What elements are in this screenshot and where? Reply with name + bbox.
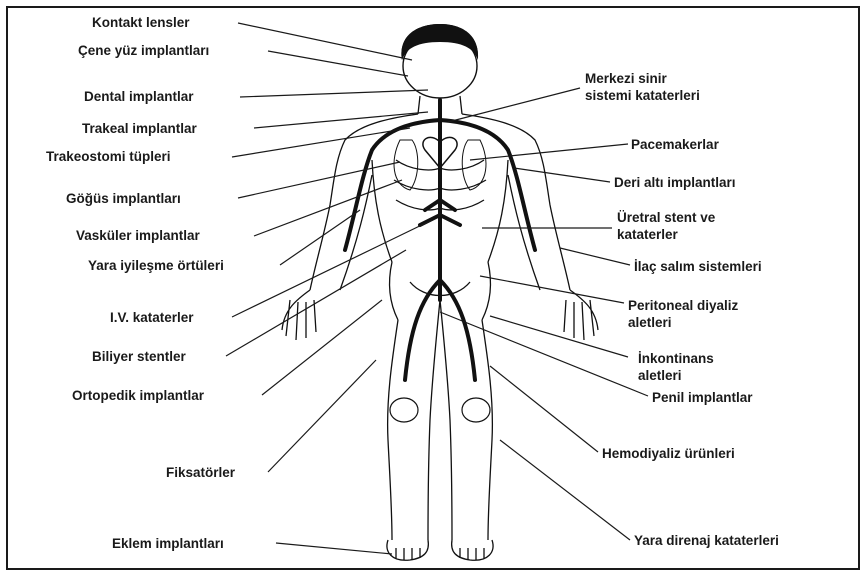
label-pacemakerlar: Pacemakerlar bbox=[631, 136, 719, 153]
label-yara-iyilesme-ortuleri: Yara iyileşme örtüleri bbox=[88, 257, 224, 274]
label-yara-direnaj-kataterleri: Yara direnaj kataterleri bbox=[634, 532, 779, 549]
label-peritoneal-line1: Peritoneal diyaliz bbox=[628, 297, 738, 314]
label-uretral-line2: kataterler bbox=[617, 226, 678, 243]
label-inkontinans-line2: aletleri bbox=[638, 367, 682, 384]
label-deri-alti-implantlari: Deri altı implantları bbox=[614, 174, 736, 191]
label-eklem-implantlari: Eklem implantları bbox=[112, 535, 224, 552]
label-iv-kataterler: I.V. kataterler bbox=[110, 309, 194, 326]
label-hemodiyaliz-urunleri: Hemodiyaliz ürünleri bbox=[602, 445, 735, 462]
label-gogus-implantlari: Göğüs implantları bbox=[66, 190, 181, 207]
label-biliyer-stentler: Biliyer stentler bbox=[92, 348, 186, 365]
label-cene-yuz-implantlari: Çene yüz implantları bbox=[78, 42, 209, 59]
label-trakeal-implantlar: Trakeal implantlar bbox=[82, 120, 197, 137]
label-peritoneal-line2: aletleri bbox=[628, 314, 672, 331]
label-uretral-line1: Üretral stent ve bbox=[617, 209, 715, 226]
label-merkezi-sinir-line2: sistemi kataterleri bbox=[585, 87, 700, 104]
label-trakeostomi-tupleri: Trakeostomi tüpleri bbox=[46, 148, 171, 165]
label-penil-implantlar: Penil implantlar bbox=[652, 389, 753, 406]
label-merkezi-sinir-line1: Merkezi sinir bbox=[585, 70, 667, 87]
label-ortopedik-implantlar: Ortopedik implantlar bbox=[72, 387, 204, 404]
label-fiksatorler: Fiksatörler bbox=[166, 464, 235, 481]
label-dental-implantlar: Dental implantlar bbox=[84, 88, 194, 105]
label-kontakt-lensler: Kontakt lensler bbox=[92, 14, 190, 31]
label-vaskuler-implantlar: Vasküler implantlar bbox=[76, 227, 200, 244]
label-ilac-salim-sistemleri: İlaç salım sistemleri bbox=[634, 258, 762, 275]
label-inkontinans-line1: İnkontinans bbox=[638, 350, 714, 367]
vascular-system bbox=[345, 100, 535, 380]
